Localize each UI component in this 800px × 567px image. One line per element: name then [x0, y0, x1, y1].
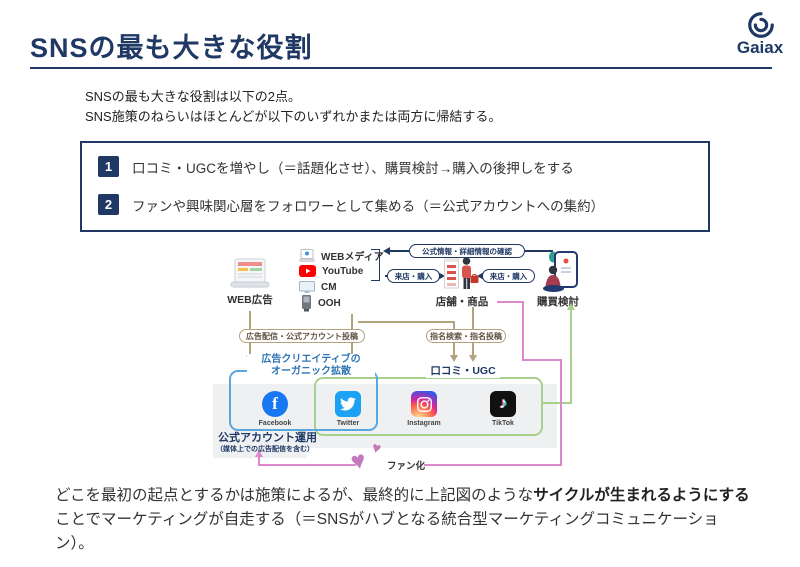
official-account-sublabel: （媒体上での広告配信を含む） [216, 446, 314, 453]
twitter-icon [340, 397, 356, 411]
media-label: CM [321, 281, 337, 293]
connector [453, 321, 455, 330]
sns-platform-tiktok: ♪ TikTok [473, 391, 533, 427]
media-item-youtube: YouTube [299, 264, 363, 278]
sns-platform-facebook: f Facebook [245, 391, 305, 427]
key-points-box: 1 口コミ・UGCを増やし（＝話題化させ）、購買検討→購入の後押しをする 2 フ… [80, 141, 710, 232]
connector [472, 307, 474, 330]
fan-cycle-line [424, 464, 561, 466]
purchase-consideration-label: 購買検討 [537, 296, 579, 308]
official-account-label: 公式アカウント運用 [218, 432, 317, 444]
sns-platform-label: TikTok [492, 420, 514, 427]
arrowhead-right [438, 272, 445, 280]
instagram-icon [416, 396, 432, 412]
heart-icon: ♥ [348, 445, 369, 477]
fan-cycle-line [258, 456, 260, 465]
tiktok-icon: ♪ [490, 391, 516, 417]
ugc-label: 口コミ・UGC [426, 363, 500, 378]
point-number-badge: 2 [98, 194, 119, 215]
arrowhead-left [477, 272, 484, 280]
official-info-badge: 公式情報・詳細情報の確認 [409, 244, 525, 258]
sns-platform-label: Twitter [336, 420, 360, 427]
connector [472, 343, 474, 355]
sns-platform-label: Instagram [407, 420, 441, 427]
visit-purchase-badge-right: 来店・購入 [482, 269, 535, 283]
sns-platform-label: Facebook [258, 420, 292, 427]
intro-line-2: SNS施策のねらいはほとんどが以下のいずれかまたは両方に帰結する。 [85, 109, 502, 125]
media-item-cm: CM [299, 280, 337, 294]
connector [249, 343, 251, 355]
youtube-icon [299, 265, 316, 277]
visit-purchase-badge-left: 来店・購入 [387, 269, 440, 283]
point-number-badge: 1 [98, 156, 119, 177]
arrowhead-down [469, 355, 477, 362]
fan-cycle-line [522, 359, 562, 361]
web-media-icon [299, 248, 315, 262]
arrowhead-up-green [567, 303, 575, 310]
fan-cycle-line [497, 301, 524, 303]
media-item-ooh: OOH [301, 295, 341, 312]
key-point-1: 1 口コミ・UGCを増やし（＝話題化させ）、購買検討→購入の後押しをする [98, 156, 574, 177]
intro-line-1: SNSの最も大きな役割は以下の2点。 [85, 89, 301, 104]
arrowhead-left [383, 247, 390, 255]
facebook-icon: f [262, 391, 288, 417]
organic-spread-line-1: 広告クリエイティブの [261, 354, 361, 365]
fan-conversion-label: ファン化 [387, 461, 426, 472]
media-label: YouTube [322, 265, 364, 277]
key-point-2: 2 ファンや興味関心層をフォロワーとして集める（＝公式アカウントへの集約） [98, 194, 604, 215]
green-connector [541, 402, 572, 404]
gaiax-logo-icon [748, 12, 774, 38]
name-search-badge: 指名検索・指名投稿 [426, 329, 506, 343]
page-title: SNSの最も大きな役割 [30, 33, 313, 63]
sns-platform-twitter: Twitter [318, 391, 378, 427]
media-label: WEBメディア [321, 251, 384, 263]
web-ad-icon [230, 258, 270, 288]
connector [453, 343, 455, 355]
connector [358, 321, 454, 323]
web-ad-label: WEB広告 [227, 294, 273, 306]
arrowhead-down [450, 355, 458, 362]
ugc-group-frame [314, 377, 543, 436]
closing-paragraph: どこを最初の起点とするかは施策によるが、最終的に上記図のようなサイクルが生まれる… [55, 487, 750, 553]
heart-icon: ♥ [370, 439, 383, 458]
intro-text: SNSの最も大きな役割は以下の2点。 SNS施策のねらいはほとんどが以下のいずれ… [85, 87, 501, 127]
title-underline [30, 67, 772, 69]
connector [351, 314, 353, 330]
tv-icon [299, 281, 315, 293]
billboard-icon [302, 295, 311, 312]
sns-platform-instagram: Instagram [394, 391, 454, 427]
media-label: OOH [318, 298, 341, 309]
arrowhead-up-pink [255, 450, 263, 457]
store-products-icon [444, 257, 479, 289]
fan-cycle-line [258, 464, 356, 466]
fan-cycle-line [522, 301, 524, 361]
connector [351, 343, 353, 355]
green-connector [570, 309, 572, 404]
point-text: ファンや興味関心層をフォロワーとして集める（＝公式アカウントへの集約） [132, 198, 605, 214]
connector [249, 311, 251, 330]
media-item-webmedia: WEBメディア [299, 248, 384, 263]
organic-spread-label: 広告クリエイティブの オーガニック拡散 [247, 354, 375, 377]
fan-cycle-line [560, 359, 562, 466]
organic-spread-line-2: オーガニック拡散 [271, 365, 351, 377]
gaiax-logo-text: Gaiax [736, 38, 784, 57]
ad-post-badge: 広告配信・公式アカウント投稿 [239, 329, 365, 343]
media-bracket [371, 249, 380, 281]
point-text: 口コミ・UGCを増やし（＝話題化させ）、購買検討→購入の後押しをする [132, 160, 574, 176]
purchase-consideration-icon [543, 251, 578, 292]
store-products-label: 店舗・商品 [435, 296, 489, 308]
